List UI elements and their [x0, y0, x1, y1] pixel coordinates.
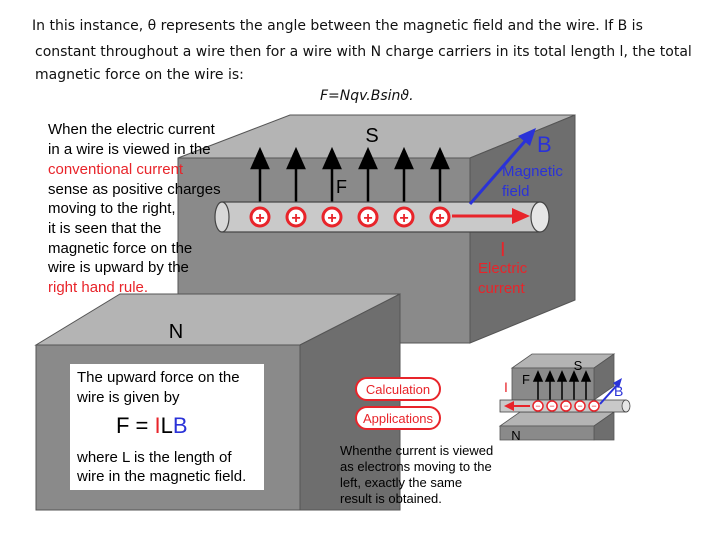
- svg-text:−: −: [591, 401, 596, 411]
- electron-note-line: left, exactly the same: [340, 475, 462, 490]
- svg-text:−: −: [549, 401, 554, 411]
- electron-note-line: Whenthe current is viewed: [340, 443, 493, 458]
- explanation-line: magnetic force on the: [48, 240, 192, 257]
- svg-text:−: −: [563, 401, 568, 411]
- formula-box-line-4: wire in the magnetic field.: [76, 468, 246, 485]
- applications-button[interactable]: Applications: [355, 406, 441, 430]
- svg-text:−: −: [535, 401, 540, 411]
- electron-note: Whenthe current is viewed as electrons m…: [340, 443, 493, 506]
- field-label: B: [537, 132, 552, 157]
- electron-note-line: result is obtained.: [340, 491, 442, 506]
- explanation-line: it is seen that the: [48, 220, 161, 237]
- intro-text: In this instance, θ represents the angle…: [0, 0, 720, 110]
- positive-charges: + + + + + +: [249, 206, 451, 228]
- inset-south-label: S: [574, 358, 583, 373]
- current-label: I: [500, 239, 506, 261]
- formula-box-line-2: wire is given by: [76, 389, 180, 406]
- svg-text:+: +: [435, 210, 444, 227]
- explanation-line: conventional current: [48, 161, 184, 178]
- explanation-line: sense as positive charges: [48, 181, 221, 198]
- electron-note-line: as electrons moving to the: [340, 459, 492, 474]
- explanation-text: When the electric current in a wire is v…: [47, 121, 221, 296]
- force-formula: F=Nqv.Bsinϑ.: [320, 88, 414, 104]
- calculation-button[interactable]: Calculation: [355, 377, 441, 401]
- intro-line-1: In this instance, θ represents the angle…: [32, 18, 643, 34]
- intro-line-3: magnetic force on the wire is:: [35, 67, 244, 83]
- inset-current-label: I: [504, 379, 508, 395]
- svg-text:+: +: [327, 210, 336, 227]
- svg-text:+: +: [399, 210, 408, 227]
- formula-box-line-3: where L is the length of: [76, 449, 232, 466]
- field-arrow: [468, 128, 536, 205]
- explanation-line: right hand rule.: [48, 279, 148, 296]
- applications-button-label: Applications: [363, 411, 434, 426]
- current-arrow: [452, 208, 530, 224]
- inset-force-label: F: [522, 372, 530, 387]
- force-equation: F = ILB: [116, 413, 188, 438]
- inset-electrons: − − − − −: [532, 400, 600, 412]
- formula-box-line-1: The upward force on the: [77, 369, 240, 386]
- inset-field-label: B: [614, 383, 623, 399]
- svg-text:+: +: [363, 210, 372, 227]
- intro-line-2: constant throughout a wire then for a wi…: [35, 44, 692, 60]
- explanation-line: When the electric current: [48, 121, 216, 138]
- inset-diagram: S N F − − − − − I B: [498, 353, 631, 443]
- force-label: F: [336, 177, 347, 197]
- south-pole-label: S: [365, 125, 378, 147]
- explanation-line: wire is upward by the: [47, 259, 189, 276]
- inset-north-label: N: [511, 428, 520, 443]
- svg-text:+: +: [291, 210, 300, 227]
- field-caption-2: field: [502, 183, 530, 200]
- north-pole-label: N: [169, 321, 183, 343]
- explanation-line: moving to the right,: [48, 200, 176, 217]
- field-caption-1: Magnetic: [502, 163, 563, 180]
- inset-north-face: [499, 425, 595, 441]
- calculation-button-label: Calculation: [366, 382, 430, 397]
- explanation-line: in a wire is viewed in the: [48, 141, 211, 158]
- svg-text:−: −: [577, 401, 582, 411]
- current-caption-1: Electric: [478, 260, 528, 277]
- current-caption-2: current: [478, 280, 526, 297]
- svg-text:+: +: [255, 210, 264, 227]
- formula-box: The upward force on the wire is given by…: [70, 364, 264, 490]
